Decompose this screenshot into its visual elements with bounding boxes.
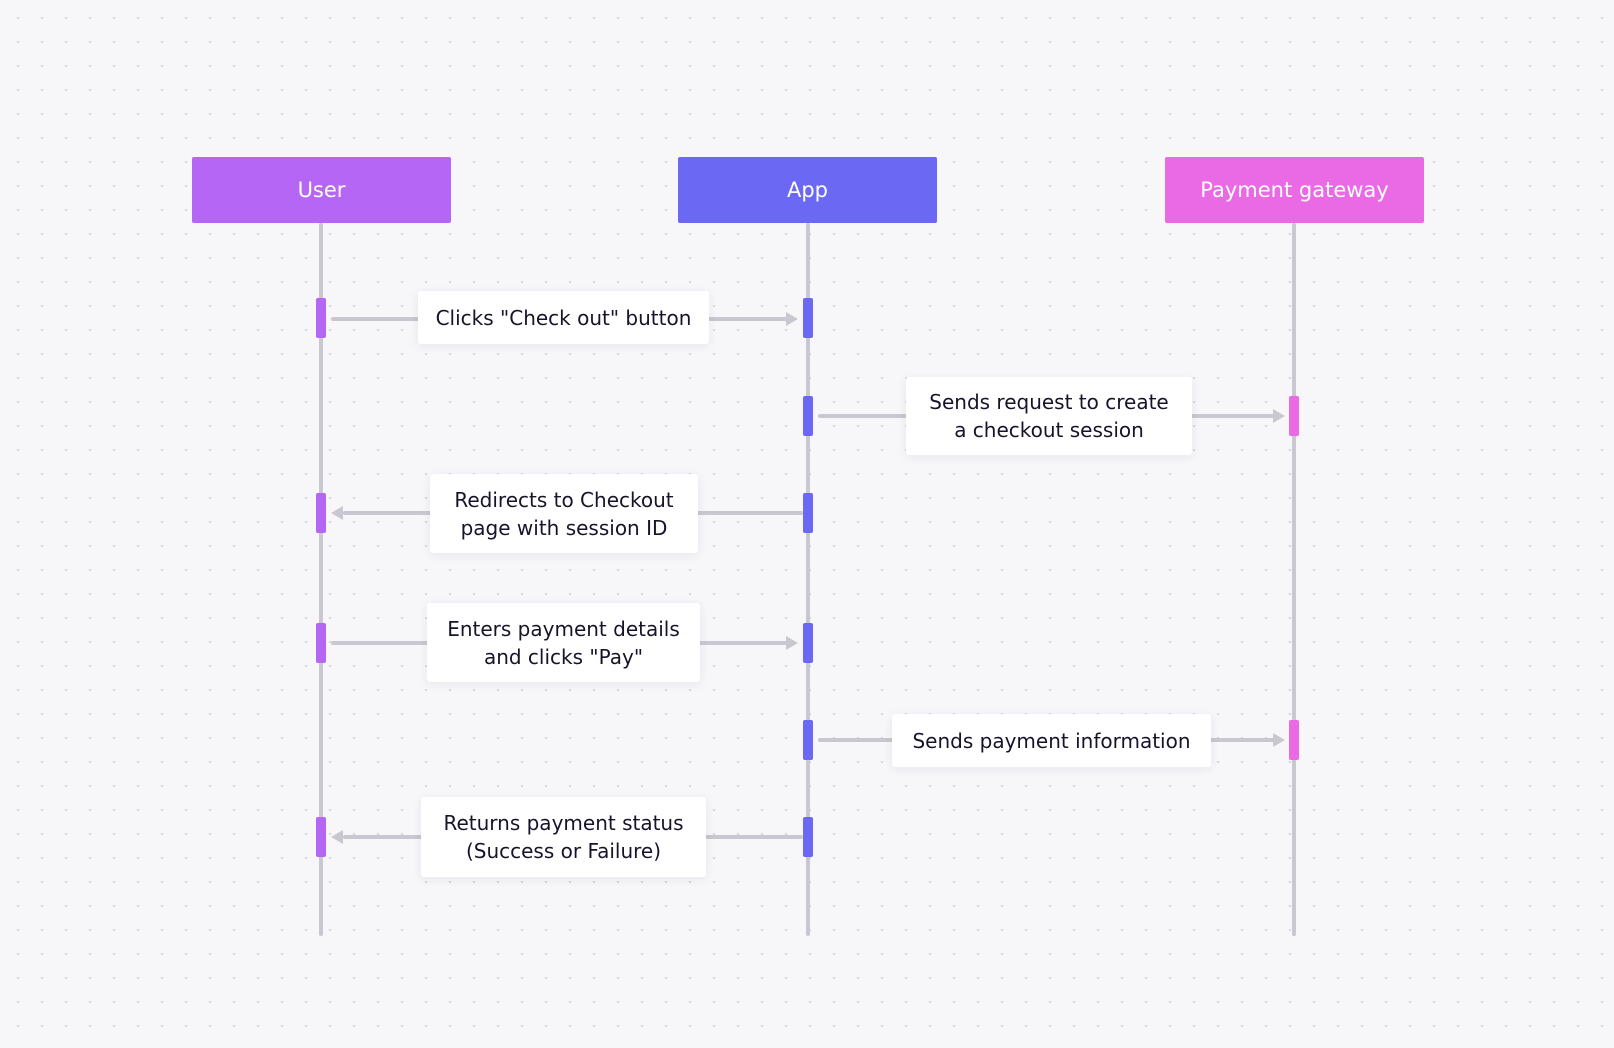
activation-app bbox=[803, 298, 813, 338]
activation-user bbox=[316, 493, 326, 533]
activation-app bbox=[803, 623, 813, 663]
participant-user: User bbox=[192, 157, 451, 223]
activation-payment-gateway bbox=[1289, 720, 1299, 760]
arrowhead-left-icon bbox=[331, 830, 343, 844]
participant-app: App bbox=[678, 157, 937, 223]
arrowhead-right-icon bbox=[1273, 733, 1285, 747]
activation-user bbox=[316, 298, 326, 338]
arrowhead-right-icon bbox=[786, 636, 798, 650]
activation-user bbox=[316, 817, 326, 857]
arrowhead-right-icon bbox=[786, 312, 798, 326]
activation-user bbox=[316, 623, 326, 663]
lifeline-user bbox=[319, 223, 323, 936]
activation-app bbox=[803, 720, 813, 760]
message-label: Sends payment information bbox=[892, 714, 1211, 767]
message-label: Sends request to create a checkout sessi… bbox=[906, 377, 1192, 455]
message-label: Enters payment details and clicks "Pay" bbox=[427, 603, 700, 682]
activation-app bbox=[803, 493, 813, 533]
activation-app bbox=[803, 817, 813, 857]
participant-payment-gateway: Payment gateway bbox=[1165, 157, 1424, 223]
message-label: Redirects to Checkout page with session … bbox=[430, 474, 698, 553]
lifeline-app bbox=[806, 223, 810, 936]
arrowhead-left-icon bbox=[331, 506, 343, 520]
activation-payment-gateway bbox=[1289, 396, 1299, 436]
arrowhead-right-icon bbox=[1273, 409, 1285, 423]
message-label: Returns payment status (Success or Failu… bbox=[421, 797, 706, 877]
lifeline-payment-gateway bbox=[1292, 223, 1296, 936]
message-label: Clicks "Check out" button bbox=[418, 291, 709, 344]
activation-app bbox=[803, 396, 813, 436]
